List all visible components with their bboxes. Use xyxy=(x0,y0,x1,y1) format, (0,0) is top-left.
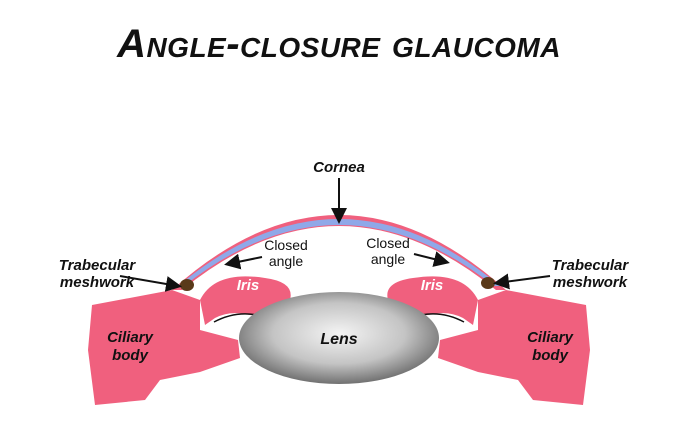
trabecular-meshwork-left xyxy=(180,279,194,291)
closed-angle-left-label-line2: angle xyxy=(269,253,303,269)
closed-angle-left-label-line1: Closed xyxy=(264,237,308,253)
closed-angle-right-label-line1: Closed xyxy=(366,235,410,251)
lens-label: Lens xyxy=(320,331,357,348)
cornea xyxy=(172,215,506,290)
ciliary-body-right xyxy=(438,290,590,405)
ciliary-body-right-label-line1: Ciliary xyxy=(527,329,574,346)
trabecular-left-label-line1: Trabecular xyxy=(59,257,137,274)
trabecular-meshwork-right xyxy=(481,277,495,289)
iris-right-label: Iris xyxy=(421,277,444,294)
cornea-label: Cornea xyxy=(313,159,365,176)
trabecular-right-arrow xyxy=(493,273,551,290)
trabecular-right-label-line1: Trabecular xyxy=(552,257,630,274)
ciliary-body-right-label-line2: body xyxy=(532,347,568,364)
ciliary-body-left-label-line2: body xyxy=(112,347,148,364)
ciliary-body-left-label-line1: Ciliary xyxy=(107,329,154,346)
iris-left-label: Iris xyxy=(237,277,260,294)
trabecular-right-label-line2: meshwork xyxy=(553,274,628,291)
lens xyxy=(239,292,439,384)
cornea-inner-layer xyxy=(178,219,500,286)
ciliary-body-left xyxy=(88,290,240,405)
closed-angle-left-arrow xyxy=(224,253,263,270)
closed-angle-right-label-line2: angle xyxy=(371,251,405,267)
trabecular-left-arrow xyxy=(119,275,182,292)
diagram-title: Angle-closure glaucoma xyxy=(117,22,561,66)
closed-angle-right-arrow xyxy=(413,251,450,267)
trabecular-left-label-line2: meshwork xyxy=(60,274,135,291)
